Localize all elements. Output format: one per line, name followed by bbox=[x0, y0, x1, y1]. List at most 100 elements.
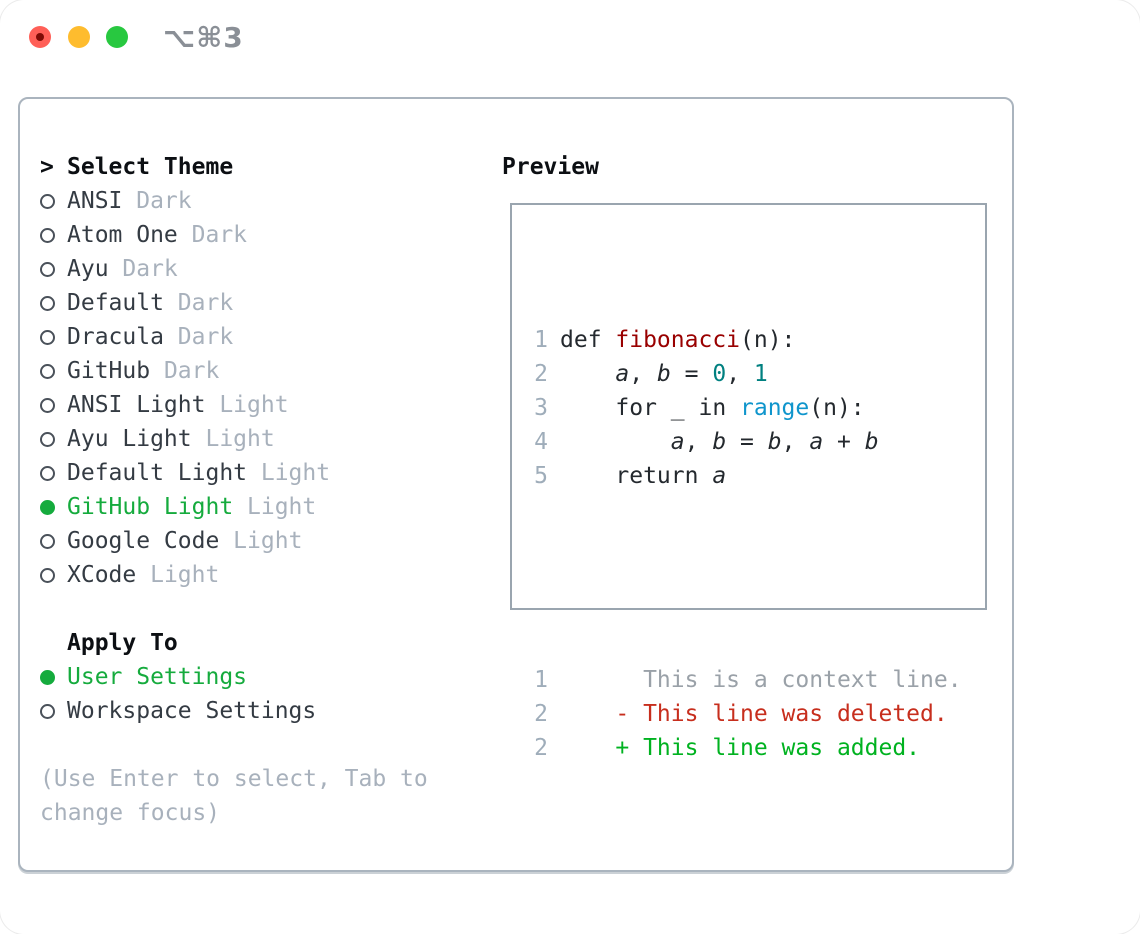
diff-line-context: 1 This is a context line. bbox=[534, 663, 985, 697]
select-theme-header: > Select Theme bbox=[40, 150, 484, 184]
code-token-builtin: range bbox=[740, 395, 810, 421]
diff-line-added: 2 + This line was added. bbox=[534, 731, 985, 765]
titlebar: ⌥⌘3 bbox=[0, 0, 1140, 75]
theme-item-ayu-dark[interactable]: Ayu Dark bbox=[40, 252, 484, 286]
theme-variant-label: Light bbox=[233, 494, 317, 520]
preview-title: Preview bbox=[502, 154, 599, 180]
apply-to-item-user-settings[interactable]: User Settings bbox=[40, 660, 484, 694]
theme-item-dracula-dark[interactable]: Dracula Dark bbox=[40, 320, 484, 354]
theme-name: ANSI bbox=[67, 188, 123, 214]
radio-icon bbox=[40, 703, 55, 719]
code-token-plain: for _ in bbox=[560, 395, 741, 421]
line-number: 1 bbox=[534, 327, 548, 353]
apply-to-label: Workspace Settings bbox=[67, 698, 317, 724]
line-number: 3 bbox=[534, 395, 548, 421]
help-text: (Use Enter to select, Tab to change focu… bbox=[40, 766, 428, 826]
theme-variant-label: Light bbox=[136, 562, 220, 588]
code-token-variable: b bbox=[656, 361, 671, 387]
code-token-plain: = bbox=[726, 429, 768, 455]
theme-name: GitHub bbox=[67, 358, 151, 384]
code-token-plain: = bbox=[670, 361, 713, 387]
theme-item-xcode-light[interactable]: XCode Light bbox=[40, 558, 484, 592]
line-number: 2 bbox=[534, 735, 548, 761]
theme-item-default-dark[interactable]: Default Dark bbox=[40, 286, 484, 320]
code-token-plain: (n): bbox=[809, 395, 865, 421]
code-token-variable: b bbox=[712, 429, 727, 455]
zoom-button[interactable] bbox=[106, 26, 128, 48]
apply-to-label: User Settings bbox=[67, 664, 248, 690]
theme-item-github-dark[interactable]: GitHub Dark bbox=[40, 354, 484, 388]
code-line: 1 def fibonacci(n): bbox=[534, 323, 985, 357]
theme-item-google-code-light[interactable]: Google Code Light bbox=[40, 524, 484, 558]
theme-name: Ayu bbox=[67, 256, 109, 282]
spacer bbox=[40, 592, 484, 626]
code-line: 2 a, b = 0, 1 bbox=[534, 357, 985, 391]
line-number: 2 bbox=[534, 361, 548, 387]
radio-icon bbox=[40, 533, 55, 549]
diff-text-context: This is a context line. bbox=[560, 667, 962, 693]
theme-variant-label: Light bbox=[219, 528, 303, 554]
theme-variant-label: Dark bbox=[150, 358, 220, 384]
code-token-variable: a bbox=[809, 429, 824, 455]
theme-name: Default Light bbox=[67, 460, 248, 486]
theme-item-default-light-light[interactable]: Default Light Light bbox=[40, 456, 484, 490]
theme-item-atom-one-dark[interactable]: Atom One Dark bbox=[40, 218, 484, 252]
code-token-plain: (n): bbox=[740, 327, 796, 353]
radio-icon bbox=[40, 465, 55, 481]
radio-selected-icon bbox=[40, 669, 55, 685]
theme-variant-label: Light bbox=[247, 460, 331, 486]
theme-name: Ayu Light bbox=[67, 426, 192, 452]
radio-icon bbox=[40, 363, 55, 379]
radio-selected-icon bbox=[40, 499, 55, 515]
line-number: 5 bbox=[534, 463, 548, 489]
code-token-plain bbox=[560, 429, 671, 455]
theme-item-ansi-dark[interactable]: ANSI Dark bbox=[40, 184, 484, 218]
code-line: 5 return a bbox=[534, 459, 985, 493]
close-button[interactable] bbox=[29, 26, 51, 48]
theme-name: Atom One bbox=[67, 222, 178, 248]
theme-item-ayu-light-light[interactable]: Ayu Light Light bbox=[40, 422, 484, 456]
theme-item-github-light-light[interactable]: GitHub Light Light bbox=[40, 490, 484, 524]
indent-spacer bbox=[40, 636, 55, 651]
apply-to-title: Apply To bbox=[67, 630, 178, 656]
theme-name: ANSI Light bbox=[67, 392, 206, 418]
diff-line-deleted: 2 - This line was deleted. bbox=[534, 697, 985, 731]
blank-line bbox=[534, 561, 985, 595]
code-token-function: fibonacci bbox=[615, 327, 741, 353]
code-token-plain: + bbox=[823, 429, 865, 455]
theme-name: Dracula bbox=[67, 324, 164, 350]
theme-variant-label: Dark bbox=[122, 188, 192, 214]
theme-variant-label: Dark bbox=[163, 290, 234, 316]
radio-icon bbox=[40, 567, 55, 583]
code-token-number: 0 bbox=[712, 361, 727, 387]
theme-variant-label: Dark bbox=[163, 324, 234, 350]
theme-item-ansi-light-light[interactable]: ANSI Light Light bbox=[40, 388, 484, 422]
theme-variant-label: Light bbox=[191, 426, 275, 452]
theme-name: Google Code bbox=[67, 528, 220, 554]
radio-icon bbox=[40, 261, 55, 277]
code-line: 3 for _ in range(n): bbox=[534, 391, 985, 425]
prompt-icon: > bbox=[40, 154, 54, 180]
code-token-plain: def bbox=[560, 327, 616, 353]
radio-icon bbox=[40, 431, 55, 447]
code-token-plain: , bbox=[684, 429, 713, 455]
apply-to-item-workspace-settings[interactable]: Workspace Settings bbox=[40, 694, 484, 728]
select-theme-title: Select Theme bbox=[67, 154, 234, 180]
theme-variant-label: Dark bbox=[177, 222, 248, 248]
line-number: 4 bbox=[534, 429, 548, 455]
radio-icon bbox=[40, 295, 55, 311]
minimize-button[interactable] bbox=[68, 26, 90, 48]
spacer bbox=[40, 728, 484, 762]
radio-icon bbox=[40, 193, 55, 209]
diff-block: 1 This is a context line.2 - This line w… bbox=[534, 663, 985, 765]
code-token-plain: , bbox=[781, 429, 810, 455]
radio-icon bbox=[40, 329, 55, 345]
theme-variant-label: Light bbox=[205, 392, 289, 418]
